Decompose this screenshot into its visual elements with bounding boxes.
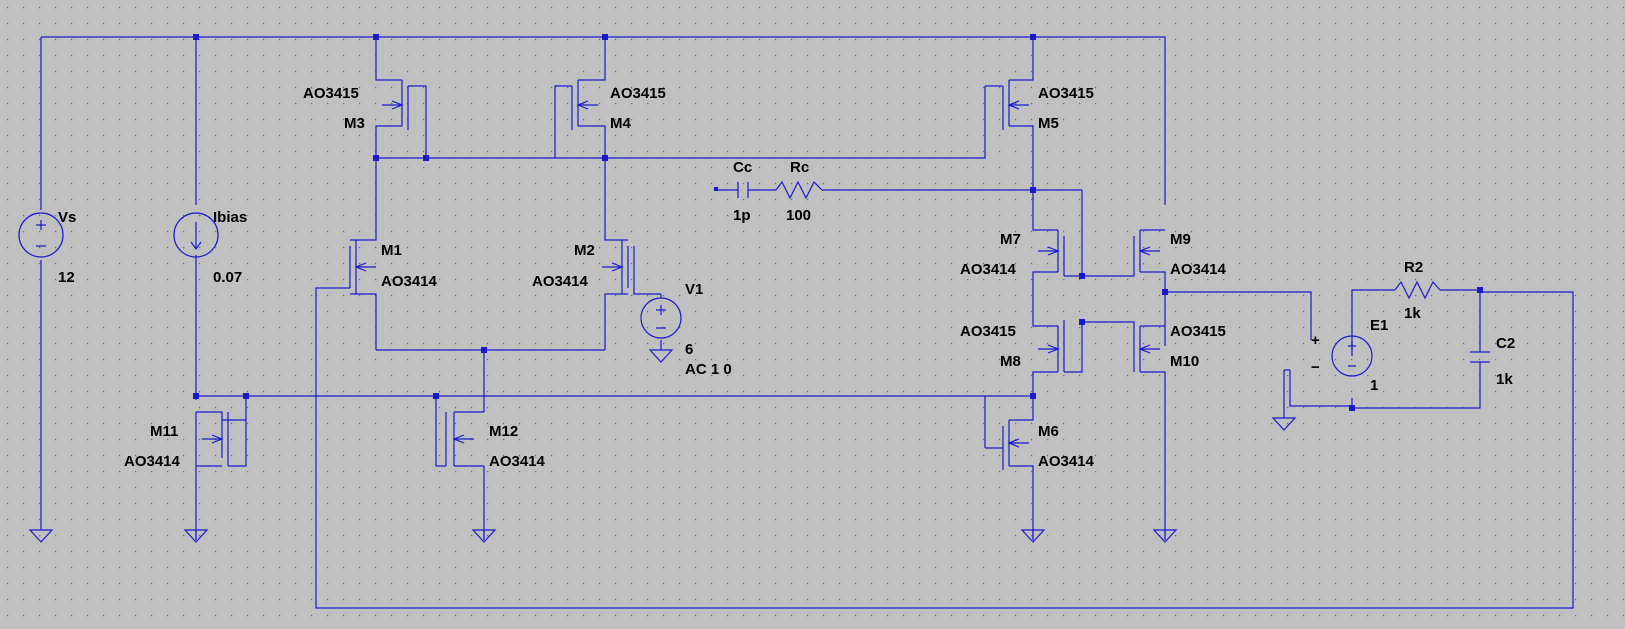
m7-model: AO3414 xyxy=(960,261,1017,278)
rc-name: Rc xyxy=(790,159,809,176)
junctions xyxy=(193,34,1483,411)
m9-model: AO3414 xyxy=(1170,261,1227,278)
m4-name: M4 xyxy=(610,115,631,132)
m8-model: AO3415 xyxy=(960,323,1016,340)
vs-source[interactable]: Vs 12 xyxy=(18,209,76,286)
e1-name: E1 xyxy=(1370,317,1388,334)
v1-value: 6 xyxy=(685,341,693,358)
m12-name: M12 xyxy=(489,423,518,440)
m10-model: AO3415 xyxy=(1170,323,1226,340)
m5-model: AO3415 xyxy=(1038,85,1094,102)
m7-name: M7 xyxy=(1000,231,1021,248)
r2-name: R2 xyxy=(1404,259,1423,276)
v1-source[interactable]: V1 6 AC 1 0 xyxy=(640,281,732,378)
c2-name: C2 xyxy=(1496,335,1515,352)
ibias-value: 0.07 xyxy=(213,269,242,286)
e1-minus-pin: − xyxy=(1311,359,1320,376)
r2-value: 1k xyxy=(1404,305,1421,322)
m5-name: M5 xyxy=(1038,115,1059,132)
cc-value: 1p xyxy=(733,207,751,224)
ibias-name: Ibias xyxy=(213,209,247,226)
v1-ac: AC 1 0 xyxy=(685,361,732,378)
m2-name: M2 xyxy=(574,242,595,259)
ground-leads xyxy=(40,520,1166,540)
m1-model: AO3414 xyxy=(381,273,438,290)
cc-capacitor[interactable]: Cc 1p xyxy=(733,159,752,224)
m11-name: M11 xyxy=(150,423,178,440)
rc-resistor[interactable]: Rc 100 xyxy=(775,159,823,224)
e1-plus-pin: + xyxy=(1311,332,1320,349)
e1-value: 1 xyxy=(1370,377,1378,394)
m3-model: AO3415 xyxy=(303,85,359,102)
rc-value: 100 xyxy=(786,207,811,224)
m6-name: M6 xyxy=(1038,423,1059,440)
m4-model: AO3415 xyxy=(610,85,666,102)
cc-name: Cc xyxy=(733,159,752,176)
ground-icon xyxy=(648,349,674,363)
m2-model: AO3414 xyxy=(532,273,589,290)
m3-name: M3 xyxy=(344,115,365,132)
vs-value: 12 xyxy=(58,269,75,286)
m8-name: M8 xyxy=(1000,353,1021,370)
r2-resistor[interactable]: R2 1k xyxy=(1394,259,1441,322)
mosfet-arrows xyxy=(202,100,1160,448)
m9-name: M9 xyxy=(1170,231,1191,248)
m1-name: M1 xyxy=(381,242,402,259)
m10-name: M10 xyxy=(1170,353,1199,370)
v1-name: V1 xyxy=(685,281,703,298)
m12-model: AO3414 xyxy=(489,453,546,470)
m11-model: AO3414 xyxy=(124,453,181,470)
ground-icon xyxy=(1271,417,1297,431)
e1-source[interactable]: + − E1 1 xyxy=(1311,317,1388,394)
c2-capacitor[interactable]: C2 1k xyxy=(1470,335,1515,388)
m6-model: AO3414 xyxy=(1038,453,1095,470)
vs-name: Vs xyxy=(58,209,76,226)
mosfet-labels: AO3415 M3 AO3415 M4 AO3415 M5 M1 AO3414 … xyxy=(124,85,1227,470)
ibias-source[interactable]: Ibias 0.07 xyxy=(173,209,247,286)
c2-value: 1k xyxy=(1496,371,1513,388)
